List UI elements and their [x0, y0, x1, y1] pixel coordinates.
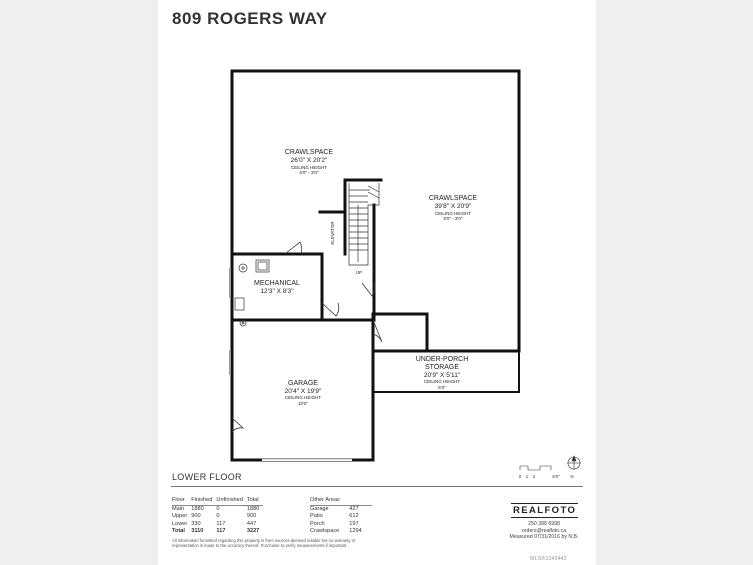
staircase	[348, 183, 380, 266]
cell: 427	[349, 505, 359, 512]
north-arrow-icon	[567, 455, 581, 470]
measured-note: Measured 07/31/2016 by N.B.	[509, 534, 579, 541]
header-cell: Total	[246, 497, 264, 506]
mls-number: MLS®1043442	[530, 556, 567, 562]
scale-tick-0: 0	[519, 474, 522, 479]
porch-sub2: 6'0"	[438, 385, 446, 390]
cell: 0	[216, 513, 220, 520]
header-cell: Finished	[191, 497, 217, 506]
doors	[229, 241, 383, 433]
mech-dims: 12'3" X 8'3"	[260, 288, 294, 295]
drain-icon	[239, 319, 247, 327]
email: orders@realfoto.ca	[521, 527, 567, 534]
crawl2-name: CRAWLSPACE	[429, 195, 478, 202]
garage-sub1: CEILING HEIGHT	[285, 395, 322, 400]
cell: Crawlspace	[310, 528, 340, 535]
water-heater-icon	[238, 263, 248, 273]
page-title: 809 ROGERS WAY	[172, 9, 328, 28]
disclaimer: All information furnished regarding this…	[172, 538, 356, 548]
cell: Upper	[172, 513, 188, 520]
crawl2-sub2: 6'0" - 3'0"	[444, 216, 463, 221]
table-row: Crawlspace 1294	[310, 528, 372, 536]
area-table-header: Floor Finished Unfinished Total	[172, 497, 264, 506]
cell: 447	[246, 520, 257, 527]
sink-icon	[234, 297, 245, 311]
cell: 1294	[349, 528, 362, 535]
table-row: Main 1880 0 1880	[172, 505, 263, 513]
garage-sub2: 10'0"	[298, 401, 308, 406]
stairs-up-label: UP	[356, 270, 362, 275]
phone: 250 388 6998	[528, 521, 560, 527]
porch-storage-wall	[373, 351, 520, 393]
crawl2-dims: 39'8" X 20'9"	[435, 203, 472, 210]
door-garage-side	[231, 417, 245, 433]
cell: 0	[216, 505, 220, 512]
header-cell: Floor	[172, 497, 192, 506]
header-cell: Unfinished	[216, 497, 247, 506]
area-table: Floor Finished Unfinished Total Main 188…	[172, 497, 264, 536]
cell: 1880	[191, 505, 204, 512]
cell: Lower	[172, 520, 188, 527]
porch-dims: 20'9" X 5'11"	[424, 372, 461, 379]
cell: 117	[216, 520, 226, 527]
crawl2-sub1: CEILING HEIGHT	[435, 211, 472, 216]
cell: 197	[349, 520, 359, 527]
walls	[230, 69, 521, 462]
crawl1-sub2: 6'0" - 3'0"	[300, 170, 319, 175]
cell: 900	[246, 513, 257, 520]
cell: 3227	[246, 528, 260, 535]
header-cell: Other Areas	[310, 497, 372, 506]
cell: 3110	[191, 528, 204, 535]
porch-name2: STORAGE	[425, 364, 459, 371]
table-row: Lower 330 117 447	[172, 521, 263, 529]
door-crawl1	[284, 241, 303, 255]
total-row: Total 3110 117 3227	[172, 528, 263, 536]
brand-logo: REALFOTO	[511, 503, 579, 518]
table-row: Upper 900 0 900	[172, 513, 263, 521]
table-row: Patio 612	[310, 513, 372, 521]
cell: Total	[172, 528, 185, 535]
porch-sub1: CEILING HEIGHT	[424, 379, 461, 384]
divider	[171, 486, 583, 487]
furnace-icon	[255, 259, 270, 273]
floor-label: LOWER FLOOR	[172, 472, 242, 482]
door-porch	[372, 319, 383, 343]
cell: 117	[216, 528, 226, 535]
other-areas-header: Other Areas	[310, 497, 372, 506]
other-areas-table: Other Areas Garage 427 Patio 612 Porch 1…	[310, 497, 372, 536]
cell: Garage	[310, 505, 329, 512]
crawl1-dims: 26'0" X 20'2"	[291, 157, 328, 164]
cell: 612	[349, 513, 359, 520]
garage-name: GARAGE	[288, 380, 318, 387]
scale-tick-2: 2	[533, 474, 536, 479]
porch-name: UNDER-PORCH	[416, 356, 469, 363]
table-row: Garage 427	[310, 505, 372, 513]
elevator-label: ELEVATOR	[330, 221, 335, 245]
table-row: Porch 197	[310, 521, 372, 529]
door-stair	[361, 282, 376, 297]
contact-info: 250 388 6998 orders@realfoto.ca Measured…	[503, 521, 585, 541]
cell: 900	[191, 513, 201, 520]
cell: 330	[191, 520, 201, 527]
garage-dims: 20'4" X 19'9"	[285, 388, 322, 395]
scale-bar	[519, 465, 552, 471]
north-label: N	[570, 474, 573, 479]
cell: Porch	[310, 520, 325, 527]
cell: Patio	[310, 513, 323, 520]
mech-name: MECHANICAL	[254, 280, 300, 287]
fixtures	[234, 259, 270, 327]
cell: Main	[172, 505, 185, 512]
scale-end: 5'0"	[552, 474, 560, 479]
cell: 1880	[246, 505, 260, 512]
crawl1-sub1: CEILING HEIGHT	[291, 165, 328, 170]
crawl1-name: CRAWLSPACE	[285, 149, 334, 156]
door-mech	[321, 302, 340, 317]
scale-tick-1: 1	[526, 474, 529, 479]
